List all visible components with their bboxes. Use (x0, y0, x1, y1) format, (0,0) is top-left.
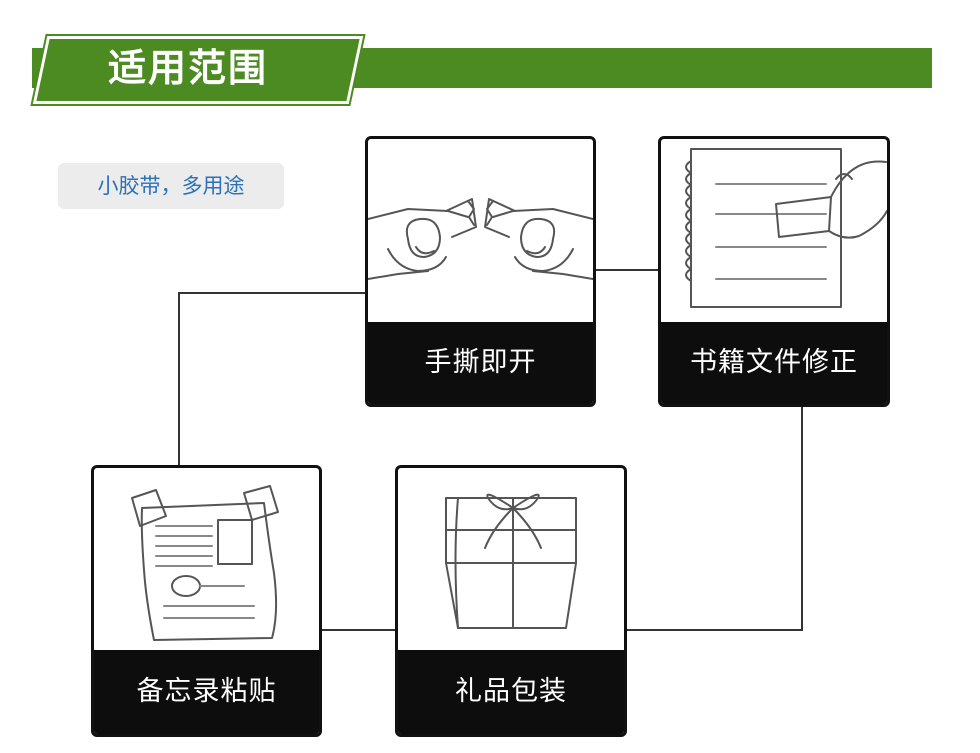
card-caption: 礼品包装 (398, 650, 624, 734)
page-title: 适用范围 (107, 46, 268, 90)
notebook-tape-icon (685, 148, 887, 308)
card-caption: 备忘录粘贴 (94, 650, 319, 734)
gift-box-icon (445, 493, 577, 629)
taped-memo-icon (131, 485, 279, 641)
card-gift-wrapping: 礼品包装 (395, 465, 627, 737)
card-caption: 手撕即开 (368, 322, 593, 404)
card-caption: 书籍文件修正 (661, 322, 887, 404)
hands-tearing-tape-icon (368, 198, 593, 280)
card-hand-tear: 手撕即开 (365, 136, 596, 407)
subtitle-pill: 小胶带，多用途 (58, 163, 284, 209)
card-book-correction: 书籍文件修正 (658, 136, 890, 407)
card-memo-sticking: 备忘录粘贴 (91, 465, 322, 737)
